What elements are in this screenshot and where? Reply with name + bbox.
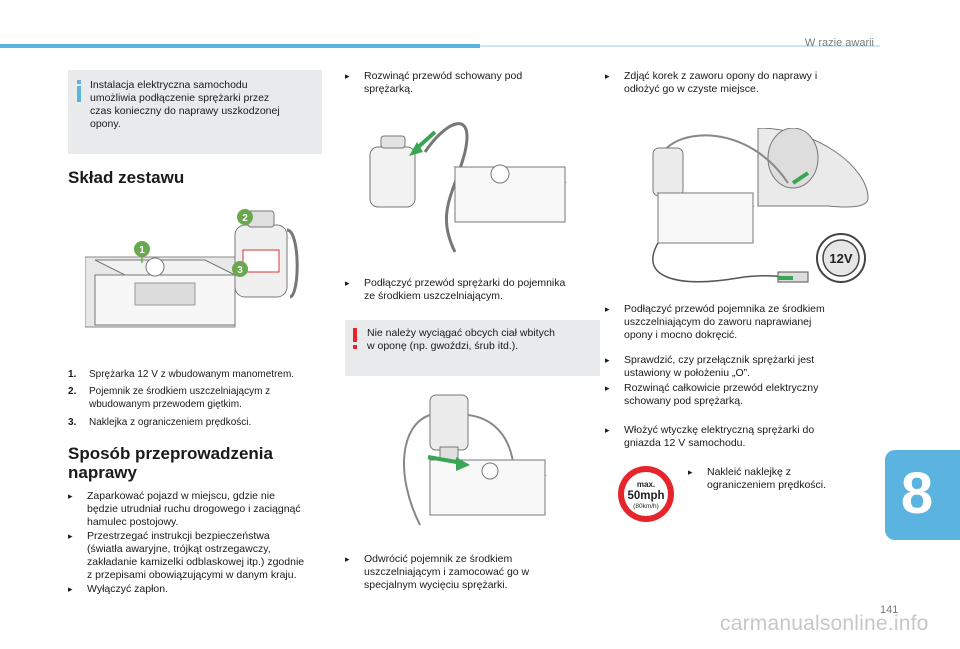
kit-item-text: Naklejka z ograniczeniem prędkości. xyxy=(89,417,252,428)
warning-note: Nie należy wyciągać obcych ciał wbitych … xyxy=(345,320,600,376)
hose xyxy=(423,122,469,253)
section-title: W razie awarii xyxy=(804,37,874,49)
repair-heading: Sposób przeprowadzenia naprawy xyxy=(68,444,273,482)
bullet-icon: ▸ xyxy=(345,71,350,81)
info-line: umożliwia podłączenie sprężarki przez xyxy=(90,92,270,104)
bullet-icon: ▸ xyxy=(68,584,73,594)
watermark: carmanualsonline.info xyxy=(720,612,929,635)
kit-item-number: 2. xyxy=(68,386,77,397)
repair-kit-illustration: 1 2 3 xyxy=(85,209,299,328)
callout-2: 2 xyxy=(237,209,253,225)
callout-3: 3 xyxy=(232,261,248,277)
info-note: Instalacja elektryczna samochodu umożliw… xyxy=(68,70,322,154)
compressor-body xyxy=(454,166,566,223)
hose xyxy=(662,134,789,184)
bottle-body xyxy=(429,394,469,451)
bottle-cap xyxy=(380,135,406,149)
bullet-icon: ▸ xyxy=(605,425,610,435)
info-icon xyxy=(75,80,83,102)
info-line: Instalacja elektryczna samochodu xyxy=(90,79,248,91)
label-panel xyxy=(134,282,196,306)
bullet-icon: ▸ xyxy=(68,491,73,501)
speed-sticker xyxy=(242,249,280,273)
bullet-icon: ▸ xyxy=(68,531,73,541)
bullet-icon: ▸ xyxy=(345,554,350,564)
compressor-body xyxy=(657,192,754,244)
hose xyxy=(403,414,431,526)
bottle-body xyxy=(369,146,416,208)
kit-item-text: Sprężarka 12 V z wbudowanym manometrem. xyxy=(89,369,295,380)
page-number: 141 xyxy=(880,604,899,616)
svg-text:1: 1 xyxy=(139,245,145,256)
warning-line: Nie należy wyciągać obcych ciał wbitych xyxy=(367,327,555,339)
socket-12v-icon: 12V xyxy=(816,233,866,283)
tyre-connection-illustration xyxy=(652,128,869,283)
svg-text:max.: max. xyxy=(637,480,655,489)
bullet-icon: ▸ xyxy=(605,355,610,365)
bullet-icon: ▸ xyxy=(605,304,610,314)
bottle-body xyxy=(652,147,684,197)
bullet-icon: ▸ xyxy=(688,467,693,477)
hose xyxy=(286,228,299,299)
warning-icon xyxy=(353,328,358,350)
manometer-icon xyxy=(481,462,499,480)
chapter-tab[interactable]: 8 xyxy=(885,450,960,540)
header-rule xyxy=(480,45,880,47)
arrow-head-icon xyxy=(409,142,423,156)
bullet-icon: ▸ xyxy=(605,383,610,393)
callout-1: 1 xyxy=(134,241,150,263)
svg-text:12V: 12V xyxy=(829,251,852,266)
svg-text:2: 2 xyxy=(242,213,248,224)
kit-heading: Skład zestawu xyxy=(68,168,185,187)
speed-limit-sticker: max. 50mph (80km/h) xyxy=(618,466,674,522)
kit-item-number: 1. xyxy=(68,369,77,380)
kit-item-text: Pojemnik ze środkiem uszczelniającym z w… xyxy=(89,386,271,410)
header-accent-bar xyxy=(0,44,480,48)
bullet-icon: ▸ xyxy=(345,278,350,288)
info-line: opony. xyxy=(90,118,121,130)
info-line: czas konieczny do naprawy uszkodzonej xyxy=(90,105,280,117)
bottle-mount-illustration xyxy=(403,394,547,526)
warning-line: w oponę (np. gwoździ, śrub itd.). xyxy=(367,340,519,352)
manometer-icon xyxy=(490,164,510,184)
svg-text:3: 3 xyxy=(237,265,243,276)
arrow-head-icon xyxy=(456,457,470,471)
wheel-icon xyxy=(767,128,819,189)
hose-connection-illustration xyxy=(369,122,567,253)
bullet-icon: ▸ xyxy=(605,71,610,81)
chapter-number: 8 xyxy=(900,461,934,526)
arrow-icon xyxy=(791,171,810,185)
kit-item-number: 3. xyxy=(68,417,77,428)
svg-text:50mph: 50mph xyxy=(627,490,664,502)
manometer-icon xyxy=(145,257,165,277)
svg-text:(80km/h): (80km/h) xyxy=(633,503,659,510)
